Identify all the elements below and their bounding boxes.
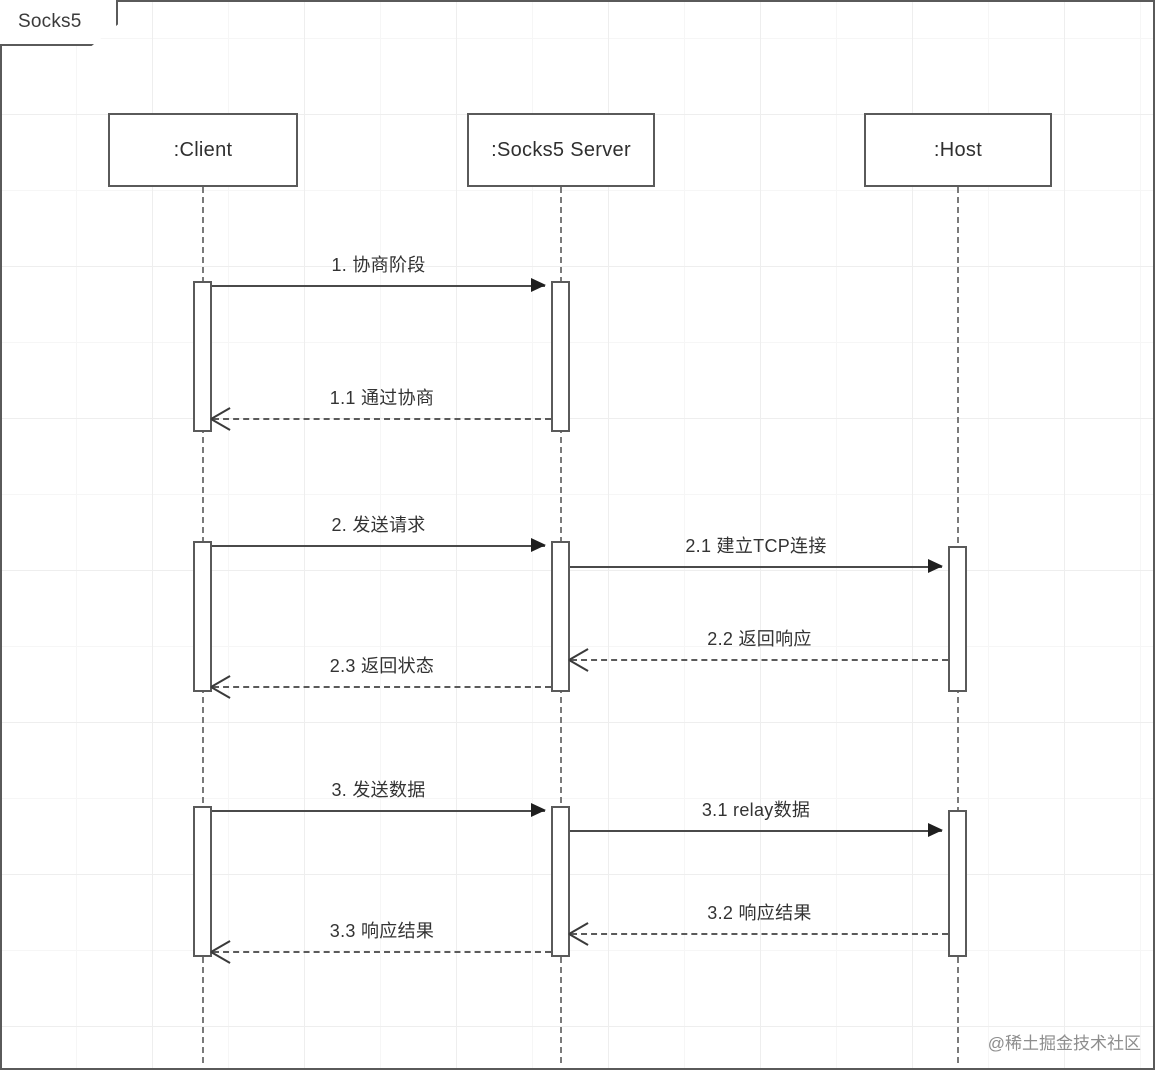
message-label: 2.3 返回状态 xyxy=(329,656,435,676)
arrowhead-open-left-icon xyxy=(211,407,233,429)
frame-label: Socks5 xyxy=(18,11,82,32)
message-line xyxy=(213,418,551,420)
message-line xyxy=(213,686,551,688)
message-label: 3.2 响应结果 xyxy=(707,903,812,923)
lifeline-head-socks5-server[interactable]: :Socks5 Server xyxy=(467,113,655,187)
message-line xyxy=(212,545,545,547)
message-line xyxy=(212,810,545,812)
arrowhead-open-left-icon xyxy=(211,940,233,962)
message-label: 1. 协商阶段 xyxy=(331,255,426,275)
arrowhead-filled-right-icon xyxy=(531,538,546,552)
message-label: 2.1 建立TCP连接 xyxy=(685,536,827,556)
arrowhead-filled-right-icon xyxy=(531,278,546,292)
activation-server-2 xyxy=(551,541,570,692)
message-line xyxy=(213,951,551,953)
activation-server-3 xyxy=(551,806,570,957)
message-label: 3. 发送数据 xyxy=(331,780,426,800)
activation-host-3 xyxy=(948,810,967,957)
message-label: 3.3 响应结果 xyxy=(329,921,435,941)
arrowhead-filled-right-icon xyxy=(928,559,943,573)
message-label: 2.2 返回响应 xyxy=(707,629,812,649)
message-label: 3.1 relay数据 xyxy=(701,800,811,820)
lifeline-head-host[interactable]: :Host xyxy=(864,113,1052,187)
lifeline-head-client[interactable]: :Client xyxy=(108,113,298,187)
activation-client-1 xyxy=(193,281,212,432)
message-line xyxy=(570,830,942,832)
arrowhead-filled-right-icon xyxy=(531,803,546,817)
activation-server-1 xyxy=(551,281,570,432)
activation-client-2 xyxy=(193,541,212,692)
message-line xyxy=(571,659,948,661)
arrowhead-open-left-icon xyxy=(211,675,233,697)
message-label: 1.1 通过协商 xyxy=(329,388,435,408)
frame-tab xyxy=(0,0,118,46)
activation-client-3 xyxy=(193,806,212,957)
watermark: @稀土掘金技术社区 xyxy=(987,1034,1141,1053)
message-line xyxy=(212,285,545,287)
arrowhead-filled-right-icon xyxy=(928,823,943,837)
activation-host-2 xyxy=(948,546,967,692)
message-label: 2. 发送请求 xyxy=(331,515,426,535)
arrowhead-open-left-icon xyxy=(569,648,591,670)
arrowhead-open-left-icon xyxy=(569,922,591,944)
message-line xyxy=(570,566,942,568)
message-line xyxy=(571,933,948,935)
